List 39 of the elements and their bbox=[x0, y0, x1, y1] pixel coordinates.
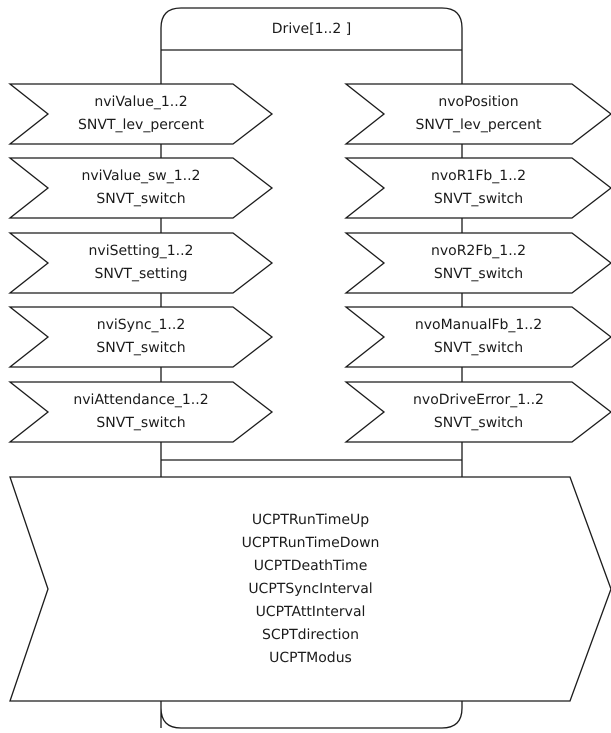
variable-type: SNVT_lev_percent bbox=[78, 116, 204, 135]
config-property-name: UCPTRunTimeUp bbox=[252, 510, 370, 530]
input-variable-block bbox=[10, 84, 272, 144]
config-properties-block bbox=[10, 477, 611, 701]
config-property-name: UCPTModus bbox=[269, 648, 352, 668]
output-variable-block bbox=[346, 307, 611, 367]
variable-type: SNVT_switch bbox=[434, 414, 524, 433]
config-property-name: UCPTRunTimeDown bbox=[242, 534, 380, 552]
variable-type: SNVT_lev_percent bbox=[416, 116, 542, 135]
variable-name: nviSetting_1..2 bbox=[88, 242, 194, 261]
input-variable-block bbox=[10, 307, 272, 367]
variable-type: SNVT_switch bbox=[434, 265, 524, 284]
variable-name: nviValue_sw_1..2 bbox=[82, 167, 200, 186]
variable-name: nvoR2Fb_1..2 bbox=[430, 242, 526, 261]
variable-name: nviValue_1..2 bbox=[94, 93, 188, 112]
variable-name: nviSync_1..2 bbox=[96, 316, 186, 335]
input-variable-block bbox=[10, 158, 272, 218]
variable-type: SNVT_switch bbox=[96, 190, 186, 209]
config-property-name: UCPTAttInterval bbox=[256, 602, 366, 622]
variable-type: SNVT_switch bbox=[434, 339, 524, 358]
variable-name: nvoManualFb_1..2 bbox=[414, 316, 542, 335]
config-property-name: UCPTDeathTime bbox=[254, 556, 368, 576]
variable-type: SNVT_switch bbox=[434, 190, 524, 209]
variable-name: nvoPosition bbox=[438, 93, 519, 112]
variable-name: nviAttendance_1..2 bbox=[73, 391, 209, 410]
variable-type: SNVT_switch bbox=[96, 339, 186, 358]
output-variable-block bbox=[346, 84, 611, 144]
config-property-name: UCPTSyncInterval bbox=[248, 580, 373, 598]
variable-name: nvoDriveError_1..2 bbox=[413, 391, 544, 410]
block-title: Drive[1..2 ] bbox=[272, 20, 352, 38]
config-property-name: SCPTdirection bbox=[262, 626, 359, 644]
input-variable-block bbox=[10, 233, 272, 293]
variable-name: nvoR1Fb_1..2 bbox=[430, 167, 526, 186]
variable-type: SNVT_switch bbox=[96, 414, 186, 433]
output-variable-block bbox=[346, 158, 611, 218]
variable-type: SNVT_setting bbox=[94, 265, 188, 284]
output-variable-block bbox=[346, 382, 611, 442]
output-variable-block bbox=[346, 233, 611, 293]
input-variable-block bbox=[10, 382, 272, 442]
